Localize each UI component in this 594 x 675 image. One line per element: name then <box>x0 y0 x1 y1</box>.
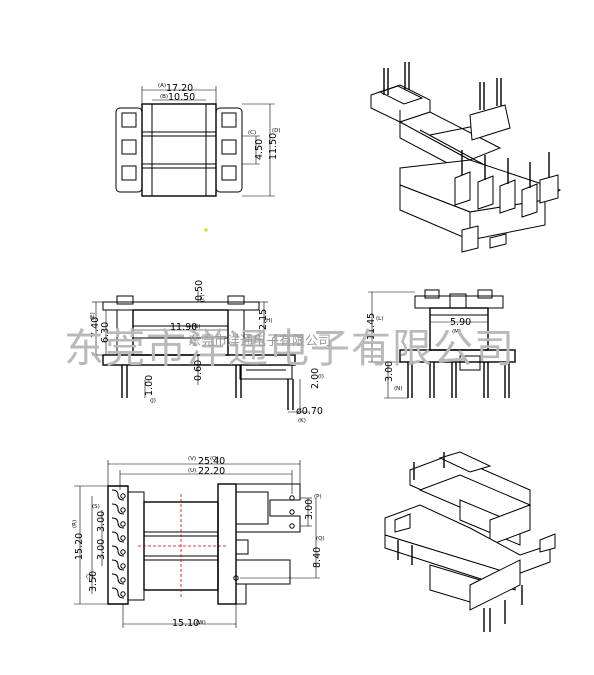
ref-label-t: (T) <box>86 574 94 580</box>
ref-label-f: (F) <box>200 295 206 302</box>
top-view-body <box>141 103 217 197</box>
dim-bottom-width: 15.10 <box>172 618 199 629</box>
front-view-bottom-flange <box>102 354 296 366</box>
dim-front-top: 0.50 <box>194 280 205 301</box>
isometric-view-top <box>370 62 562 253</box>
ref-label-r: (R) <box>72 520 78 528</box>
dim-top-width-outer: 17.20 <box>166 83 193 94</box>
dim-bottom-pitch-b: 3.00 <box>96 539 107 560</box>
dim-front-pin-dia: ø0.70 <box>296 406 323 417</box>
bottom-pin-hole-6 <box>120 563 126 569</box>
dim-bottom-width-outer: 25.40 <box>198 456 225 467</box>
iso-rear-flange <box>469 104 511 141</box>
bottom-right-pin-3 <box>289 523 295 529</box>
dim-side-pitch: 5.90 <box>450 317 471 328</box>
dim-front-center-low: 0.60 <box>193 360 204 381</box>
bottom-pin-hole-1 <box>120 493 126 499</box>
ref-label-u: (U) <box>188 468 196 474</box>
dim-front-middle: 11.90 <box>170 322 197 333</box>
ref-label-h: (H) <box>264 318 272 324</box>
ref-label-m: (M) <box>452 329 461 335</box>
dim-side-height: 11.45 <box>366 313 377 340</box>
top-view-left-slot-2 <box>121 139 137 155</box>
ref-label-s: (S) <box>92 504 100 510</box>
isometric-view-bottom <box>384 451 556 632</box>
top-view: 17.20 (A) 10.50 (B) 4.50 (C) 11.50 (D) <box>115 83 281 232</box>
dim-front-left-a: 7.40 <box>90 317 101 338</box>
front-view: 7.40 6.30 (E) 0.50 (F) 11.90 (G) 2.15 (H… <box>90 280 324 424</box>
bottom-pin-hole-2 <box>120 507 126 513</box>
dim-front-pin-bottom: 1.00 <box>144 375 155 396</box>
dim-top-width-inner: 10.50 <box>168 92 195 103</box>
bottom-right-pin-2 <box>289 509 295 515</box>
bottom-right-pin-1 <box>289 495 295 501</box>
iso-foot-2 <box>489 233 507 249</box>
dim-bottom-right-height: 8.40 <box>312 547 323 568</box>
dim-top-height: 11.50 <box>268 133 279 160</box>
ref-label-a: (A) <box>158 83 166 89</box>
side-view-bottom-flange <box>399 349 516 363</box>
dim-bottom-offset: 3.50 <box>88 571 99 592</box>
top-view-right-flange <box>215 107 243 193</box>
dim-bottom-height-left: 15.20 <box>74 533 85 560</box>
ref-label-p: (P) <box>314 494 322 500</box>
dim-front-pin-len: 2.00 <box>310 368 321 389</box>
dim-front-left-b: 6.30 <box>100 322 111 343</box>
dim-side-bottom: 3.00 <box>384 361 395 382</box>
ref-label-b: (B) <box>160 94 168 100</box>
bottom-view: 25.40 (V) 22.20 (U) 15.20 (R) 3.00 (S) 3… <box>72 456 325 629</box>
ref-label-d: (D) <box>272 128 281 134</box>
dim-bottom-width-inner: 22.20 <box>198 466 225 477</box>
bottom-pin-hole-8 <box>120 591 126 597</box>
top-view-right-slot-2 <box>221 139 237 155</box>
bottom-pin-hole-5 <box>120 549 126 555</box>
iso-foot-1 <box>461 225 479 253</box>
ref-label-j: (J) <box>150 398 156 404</box>
bottom-right-pin-4 <box>233 575 239 581</box>
bottom-pin-hole-7 <box>120 577 126 583</box>
ref-label-o: (O) <box>210 456 219 462</box>
top-view-left-slot-3 <box>121 165 137 181</box>
side-view: 11.45 (L) 5.90 (M) 3.00 (N) <box>366 289 516 399</box>
bottom-view-right-wall <box>217 483 237 605</box>
bottom-pin-hole-3 <box>120 521 126 527</box>
ref-label-k: (K) <box>298 418 306 424</box>
bottom-view-left-wall <box>127 491 145 601</box>
ref-label-g: (G) <box>192 324 201 330</box>
top-view-left-slot-1 <box>121 112 137 128</box>
ref-label-e: (E) <box>90 312 96 320</box>
top-view-left-flange <box>115 107 143 193</box>
marker-dot <box>204 228 208 232</box>
front-view-top-flange <box>102 301 260 311</box>
ref-label-q: (Q) <box>316 536 325 542</box>
bottom-pin-hole-4 <box>120 535 126 541</box>
bottom-view-left-flange <box>107 485 129 605</box>
top-view-right-slot-1 <box>221 112 237 128</box>
dim-bottom-right-pitch: 3.00 <box>304 499 315 520</box>
ref-label-i: (I) <box>318 374 324 380</box>
ref-label-l: (L) <box>376 316 383 322</box>
dim-bottom-pitch-a: 3.00 <box>96 511 107 532</box>
watermark-small: 东莞市洋通电子有限公司 <box>188 333 331 349</box>
ref-label-v: (V) <box>188 456 196 462</box>
dim-front-right: 2.15 <box>258 309 269 330</box>
watermark-large: 东莞市洋通电子有限公司 <box>64 326 515 372</box>
ref-label-n: (N) <box>394 386 402 392</box>
ref-label-w: (W) <box>196 620 206 626</box>
ref-label-c: (C) <box>248 130 256 136</box>
top-view-right-slot-3 <box>221 165 237 181</box>
dim-top-center: 4.50 <box>254 139 265 160</box>
